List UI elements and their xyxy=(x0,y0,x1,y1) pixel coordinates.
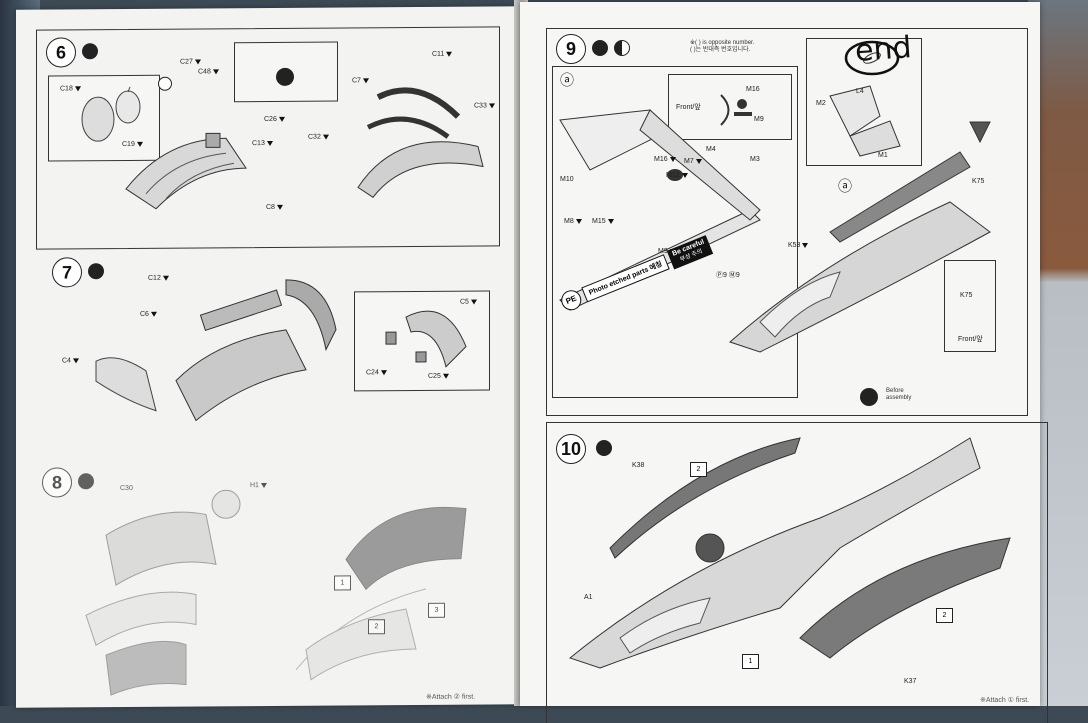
callout-box: 1 xyxy=(742,654,759,669)
step-9-number: 9 xyxy=(556,34,586,64)
part-label: C33 xyxy=(474,102,495,110)
callout-box: 2 xyxy=(368,619,385,635)
step-10-fuselage-drawing xyxy=(568,437,1011,669)
part-label: K75 xyxy=(972,178,985,185)
part-label: C4 xyxy=(62,357,79,364)
step-7-inset-drawing xyxy=(385,310,467,368)
part-label: M16 xyxy=(746,86,760,93)
tip-icon xyxy=(860,388,878,406)
part-label: M9 xyxy=(754,116,764,123)
star-icon xyxy=(158,76,172,91)
front-direction-label: Front/앞 xyxy=(958,336,983,343)
step-6-number: 6 xyxy=(46,37,76,68)
part-label: A1 xyxy=(584,594,593,601)
step-7-number: 7 xyxy=(52,257,82,288)
part-label: M3 xyxy=(750,156,760,163)
callout-box: 3 xyxy=(428,602,445,618)
part-label: H1 xyxy=(250,482,267,489)
part-label: C6 xyxy=(140,311,157,318)
instrument-drawing xyxy=(720,94,752,126)
glue-icon xyxy=(82,43,98,60)
part-label: K38 xyxy=(632,462,645,469)
part-label: L4 xyxy=(856,88,864,95)
instrument-inset xyxy=(668,74,792,140)
opposite-number-codes: Ⓟ9 Ⓜ9 xyxy=(716,272,740,279)
part-label: C25 xyxy=(428,373,449,380)
step-8-assembly-drawing xyxy=(295,506,467,681)
part-label: C13 xyxy=(252,140,273,147)
part-label: C7 xyxy=(352,77,369,84)
callout-box: 2 xyxy=(936,608,953,623)
manual-right-page: 9 ※( ) is opposite number. ( )는 반대측 번호입니… xyxy=(520,2,1048,723)
part-label: K37 xyxy=(904,678,917,685)
part-label: C26 xyxy=(264,116,285,123)
part-label: C48 xyxy=(198,68,219,75)
glue-icon xyxy=(596,440,612,456)
step-10-tip-note: Before assembly xyxy=(886,388,912,401)
part-label: M4 xyxy=(706,146,716,153)
part-label: M12 xyxy=(666,172,688,179)
part-label: C30 xyxy=(120,484,133,493)
part-label: K53 xyxy=(788,242,809,249)
k75-inset-label: K75 xyxy=(960,292,973,299)
part-label: C5 xyxy=(460,299,477,306)
step-10-number: 10 xyxy=(556,434,586,464)
part-label: M8 xyxy=(564,218,582,225)
part-label: C8 xyxy=(266,204,283,211)
step-10-frame xyxy=(546,422,1048,723)
handwritten-circle xyxy=(844,40,900,76)
glue-icon xyxy=(592,40,608,56)
step-9-frame xyxy=(546,28,1028,416)
callout-box: 2 xyxy=(690,462,707,477)
part-label: M15 xyxy=(592,218,614,225)
callout-box: 1 xyxy=(334,575,351,591)
subassembly-a-label: ⓐ xyxy=(560,72,574,88)
part-label: M10 xyxy=(560,176,574,183)
handwritten-note: end xyxy=(853,30,913,69)
manual-left-page: 6 C18 C19 C27 C48 C26 C13 C8 C11 C7 C33 … xyxy=(16,6,520,708)
part-label: C12 xyxy=(148,275,169,282)
part-label: M7 xyxy=(684,158,702,165)
paint-icon xyxy=(614,40,630,56)
k75-detail-inset xyxy=(944,260,996,352)
warning-icon xyxy=(276,67,294,86)
part-label: M2 xyxy=(816,100,826,107)
step-6-frame-drawing xyxy=(357,87,484,198)
part-label: C32 xyxy=(308,134,329,141)
step-7-fuselage-drawing xyxy=(95,279,337,422)
fuselage-upper-drawing xyxy=(729,121,991,353)
step-9-note: ※( ) is opposite number. ( )는 반대측 번호입니다. xyxy=(690,40,755,53)
part-label: C11 xyxy=(432,51,453,58)
right-page-footer-note: ※Attach ① first. xyxy=(980,697,1030,704)
part-label: C27 xyxy=(180,58,201,66)
left-page-footer-note: ※Attach ② first. xyxy=(426,693,476,701)
step-8-drawing xyxy=(85,489,241,696)
subassembly-a-reference: ⓐ xyxy=(838,178,852,194)
front-direction-label: Front/앞 xyxy=(676,104,701,111)
top-inset-drawing xyxy=(829,85,901,157)
part-label: M1 xyxy=(878,152,888,159)
step-6-inset-drawing xyxy=(81,86,141,142)
part-label: M16 xyxy=(654,156,676,163)
step-6-fuselage-drawing xyxy=(125,132,247,210)
part-label: C24 xyxy=(366,369,387,376)
